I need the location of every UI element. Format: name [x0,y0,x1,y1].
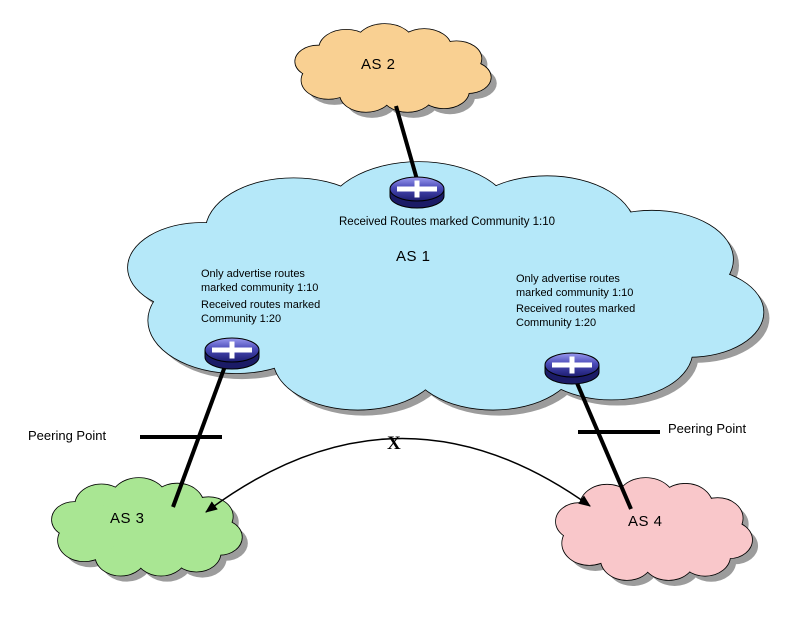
as4-cloud [555,477,759,586]
as3-as4-blocked-route-arrow [205,437,591,513]
as2-to-as1-link-line [394,105,420,184]
left-advertise-annotation: Only advertise routes marked community 1… [201,268,319,295]
as1-to-as4-link-line [572,375,633,510]
as2-cloud [294,23,497,118]
top-router-annotation: Received Routes marked Community 1:10 [339,216,556,228]
router-icon-left [205,338,259,369]
left-received-annotation: Received routes marked Community 1:20 [201,299,321,326]
as3-cloud [51,477,248,582]
right-received-annotation: Received routes marked Community 1:20 [516,303,636,330]
peering-point-label-right: Peering Point [668,421,747,436]
as1-label: AS 1 [396,248,431,265]
peering-point-label-left: Peering Point [28,428,107,443]
router-icon-right [545,353,599,384]
as4-label: AS 4 [628,513,663,530]
as1-to-as3-link-line [171,357,230,508]
router-icon-top [390,177,444,208]
blocked-x-marker: X [387,433,401,454]
as3-label: AS 3 [110,510,145,527]
as2-label: AS 2 [361,56,396,73]
right-advertise-annotation: Only advertise routes marked community 1… [516,273,634,300]
